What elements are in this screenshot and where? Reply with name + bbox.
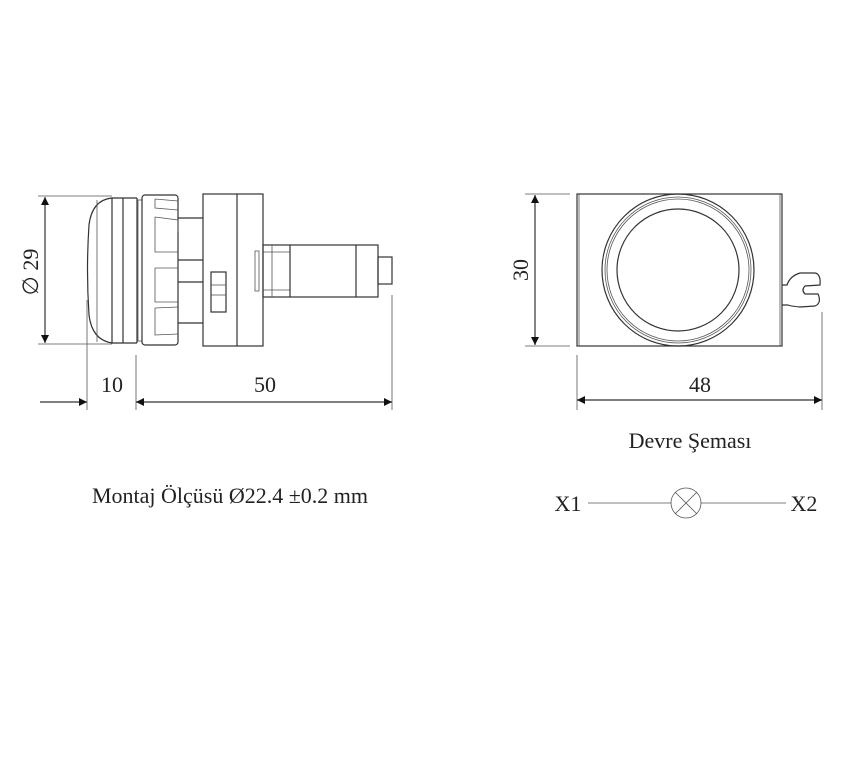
side-view: ∅ 29 (18, 193, 393, 410)
bezel-outer-ring (601, 193, 755, 347)
lamp-icon (670, 487, 702, 519)
width-label: 48 (689, 372, 711, 397)
bezel (141, 194, 179, 346)
front-length-label: 10 (101, 372, 123, 397)
lens (86, 197, 113, 344)
terminal-tab (782, 272, 821, 308)
terminal-shaft (262, 244, 379, 298)
terminal-tip (377, 256, 393, 285)
terminal-x1-label: X1 (555, 491, 582, 516)
body-length-label: 50 (254, 372, 276, 397)
body (202, 193, 264, 347)
circuit-title: Devre Şeması (629, 428, 752, 453)
circuit-diagram: Devre Şeması X1 X2 (555, 428, 818, 519)
mounting-dimension-text: Montaj Ölçüsü Ø22.4 ±0.2 mm (92, 483, 368, 508)
terminal-x2-label: X2 (791, 491, 818, 516)
latch (210, 271, 227, 313)
height-label: 30 (508, 259, 533, 281)
front-view: 30 48 (508, 193, 823, 410)
lens-face (616, 208, 740, 332)
diameter-label: ∅ 29 (18, 249, 43, 296)
